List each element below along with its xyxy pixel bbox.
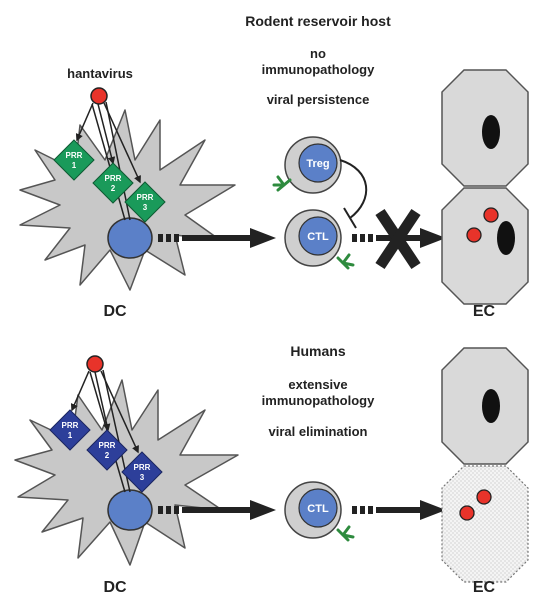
ec-label: EC: [473, 579, 496, 596]
outcome-line-1: extensive: [288, 377, 347, 392]
outcome-line-1: no: [310, 46, 326, 61]
dc-nucleus: [107, 217, 153, 259]
prr-1-receptor: PRR 1: [49, 409, 91, 451]
ctl-cell: CTL: [284, 209, 355, 270]
suppression-bar: [343, 207, 357, 229]
svg-text:3: 3: [140, 473, 145, 482]
ec-label: EC: [473, 303, 496, 320]
svg-text:CTL: CTL: [307, 231, 329, 243]
outcome-line-2: immunopathology: [262, 62, 375, 77]
outcome-line-3: viral persistence: [267, 92, 370, 107]
endothelial-cell-infected: [441, 187, 529, 305]
ctl-to-ec-arrow: [352, 500, 446, 520]
virus-label: hantavirus: [67, 66, 133, 81]
treg-receptor-icon: [272, 175, 292, 192]
prr-3-receptor: PRR 3: [124, 181, 166, 223]
svg-text:PRR: PRR: [137, 193, 154, 202]
dc-nucleus: [107, 489, 153, 531]
ctl-cell: CTL: [284, 481, 355, 542]
dc-to-ctl-arrow: [158, 500, 276, 520]
ec-nucleus: [497, 221, 515, 255]
virus-particle: [476, 489, 492, 505]
dc-to-ctl-arrow: [158, 228, 276, 248]
svg-text:3: 3: [143, 203, 148, 212]
virus-particle: [90, 87, 108, 105]
virus-particle: [466, 227, 482, 243]
panel-title: Rodent reservoir host: [245, 13, 391, 29]
ec-nucleus: [482, 115, 500, 149]
svg-text:PRR: PRR: [134, 463, 151, 472]
svg-text:PRR: PRR: [62, 421, 79, 430]
prr-2-receptor: PRR 2: [86, 429, 128, 471]
svg-text:PRR: PRR: [99, 441, 116, 450]
treg-cell: Treg: [272, 136, 342, 194]
ctl-receptor-icon: [336, 525, 355, 542]
outcome-line-3: viral elimination: [269, 424, 368, 439]
panel-rodent-reservoir-host: Rodent reservoir host no immunopathology…: [19, 13, 529, 320]
svg-text:2: 2: [105, 451, 110, 460]
ctl-receptor-icon: [336, 253, 355, 270]
svg-text:1: 1: [68, 431, 73, 440]
svg-text:PRR: PRR: [66, 151, 83, 160]
virus-particle: [483, 207, 499, 223]
prr-1-receptor: PRR 1: [53, 139, 95, 181]
svg-text:1: 1: [72, 161, 77, 170]
dc-label: DC: [103, 303, 127, 320]
prr-3-receptor: PRR 3: [121, 451, 163, 493]
panel-humans: Humans extensive immunopathology viral e…: [14, 343, 529, 596]
ec-nucleus: [482, 389, 500, 423]
virus-particle: [459, 505, 475, 521]
dc-label: DC: [103, 579, 127, 596]
suppression-line: [339, 159, 368, 219]
svg-text:2: 2: [111, 184, 116, 193]
outcome-line-2: immunopathology: [262, 393, 375, 408]
endothelial-cell-lysed: [441, 465, 529, 583]
panel-title: Humans: [290, 343, 345, 359]
svg-text:PRR: PRR: [105, 174, 122, 183]
prr-2-receptor: PRR 2: [92, 162, 134, 204]
svg-text:CTL: CTL: [307, 503, 329, 515]
virus-particle: [86, 355, 104, 373]
svg-text:Treg: Treg: [306, 158, 329, 170]
blocked-cross-icon: [375, 208, 421, 270]
